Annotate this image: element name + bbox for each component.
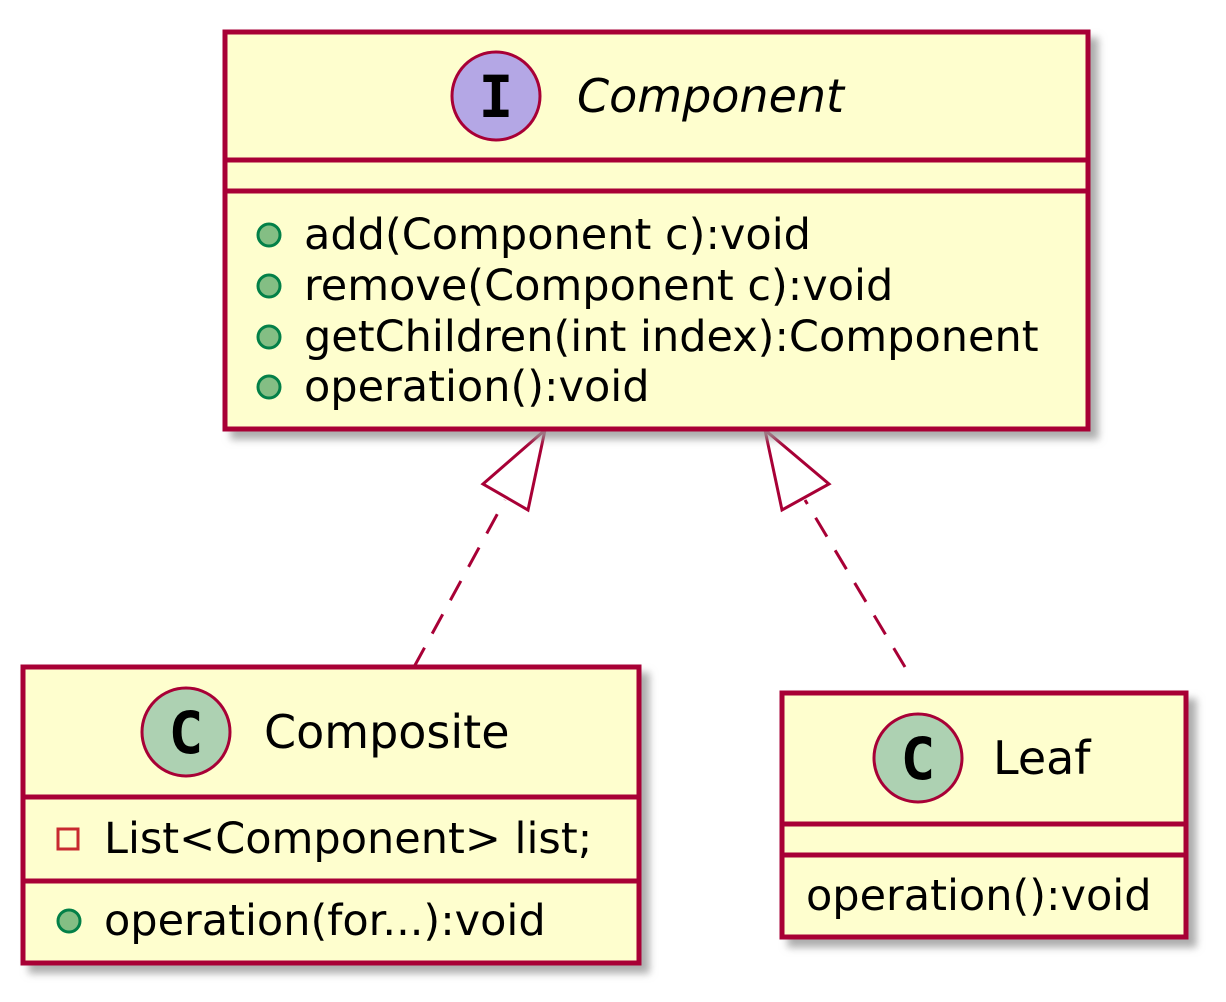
public-visibility-icon [256,222,282,248]
class-name: Component [577,69,846,123]
method-text: operation(for...):void [104,896,546,946]
relation-leaf-realizes-component [762,426,907,668]
private-visibility-icon [56,827,80,851]
class-box [779,690,1189,940]
method-text: remove(Component c):void [304,261,893,311]
interface-badge-icon [450,50,542,142]
class-leaf[interactable]: C Leaf operation():void [779,690,1189,940]
class-badge-icon [140,686,232,778]
class-name: Composite [264,705,510,759]
relation-composite-realizes-component [412,425,548,668]
method-row: remove(Component c):void [256,261,893,311]
dashed-edge [412,499,507,668]
method-row: add(Component c):void [256,210,811,260]
public-visibility-icon [256,324,282,350]
public-visibility-icon [256,273,282,299]
method-row: operation(for...):void [56,896,546,946]
method-row: getChildren(int index):Component [256,312,1039,362]
interface-badge-letter: I [479,63,514,131]
dashed-edge [803,499,907,668]
hollow-triangle-arrowhead [762,426,832,513]
field-text: List<Component> list; [104,814,592,864]
method-text: add(Component c):void [304,210,811,260]
class-badge-letter: C [901,725,936,793]
method-row: operation():void [256,362,650,412]
class-component[interactable]: I Component add(Component c):void remove… [222,29,1091,432]
method-text: getChildren(int index):Component [304,312,1039,362]
hollow-triangle-arrowhead [480,425,548,513]
class-badge-icon [872,712,964,804]
method-text: operation():void [304,362,650,412]
class-name: Leaf [993,731,1092,785]
public-visibility-icon [256,374,282,400]
class-badge-letter: C [169,699,204,767]
field-row: List<Component> list; [56,814,592,864]
method-text: operation():void [806,871,1152,921]
class-composite[interactable]: C Composite List<Component> list; operat… [20,664,642,966]
class-box [222,29,1091,432]
public-visibility-icon [56,908,82,934]
class-box [20,664,642,966]
